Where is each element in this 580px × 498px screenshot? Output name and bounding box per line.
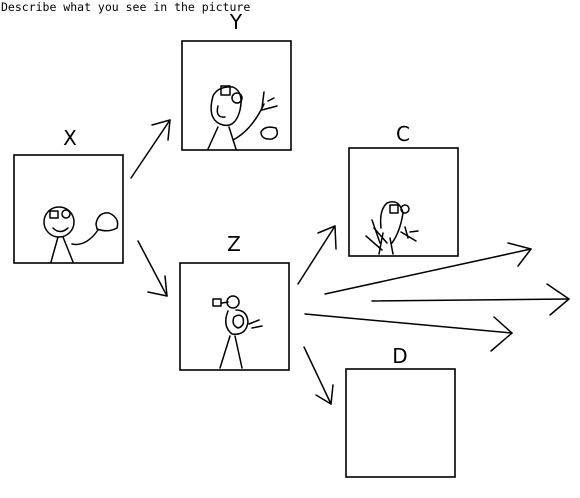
panel-label-c: C [396, 122, 410, 146]
panel-label-x: X [63, 126, 77, 150]
arrow-x-to-z [137, 240, 168, 297]
arrow-z-to-c [297, 225, 337, 285]
panel-y [181, 40, 292, 151]
figure-z-eating [212, 295, 263, 369]
panel-label-d: D [392, 344, 408, 368]
figure-c-tree [365, 201, 419, 255]
panel-label-z: Z [227, 232, 241, 256]
prompt-text: Describe what you see in the picture [1, 0, 251, 14]
arrow-z-right-middle [371, 283, 570, 316]
panel-x [13, 154, 124, 264]
arrow-z-to-d [303, 346, 334, 405]
figure-y-with-stick [207, 85, 279, 150]
arrow-z-right-upper [324, 242, 532, 295]
panel-z [179, 262, 290, 371]
panel-label-y: Y [229, 10, 243, 34]
arrow-z-right-lower [304, 313, 513, 352]
panel-c [348, 147, 459, 257]
arrow-x-to-y [130, 119, 171, 179]
figure-x-with-rock [43, 206, 119, 263]
panel-d [345, 368, 456, 478]
